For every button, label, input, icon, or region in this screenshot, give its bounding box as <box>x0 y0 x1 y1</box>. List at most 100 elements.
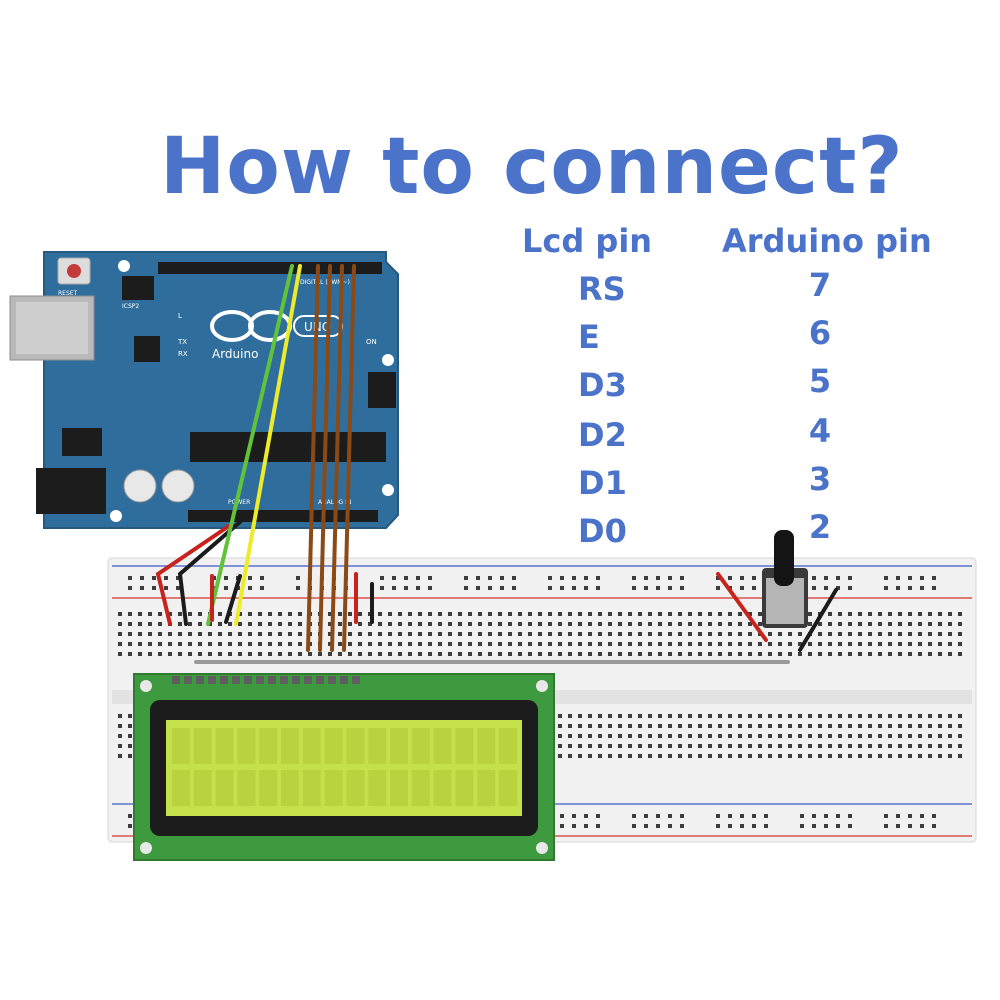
breadboard-hole <box>198 652 202 656</box>
digital-header <box>158 262 382 274</box>
breadboard-hole <box>678 714 682 718</box>
usb-port-inner <box>16 302 88 354</box>
rail-hole <box>380 576 384 580</box>
rail-hole <box>488 586 492 590</box>
breadboard-hole <box>898 724 902 728</box>
breadboard-hole <box>188 612 192 616</box>
rail-hole <box>812 814 816 818</box>
breadboard-hole <box>738 724 742 728</box>
breadboard-hole <box>298 642 302 646</box>
breadboard-hole <box>918 642 922 646</box>
breadboard-hole <box>868 754 872 758</box>
breadboard-hole <box>538 642 542 646</box>
breadboard-hole <box>618 744 622 748</box>
breadboard-hole <box>868 744 872 748</box>
breadboard-hole <box>698 734 702 738</box>
rail-hole <box>800 824 804 828</box>
breadboard-hole <box>568 632 572 636</box>
breadboard-hole <box>568 724 572 728</box>
breadboard-hole <box>908 734 912 738</box>
breadboard-hole <box>458 632 462 636</box>
breadboard-hole <box>118 744 122 748</box>
breadboard-hole <box>278 622 282 626</box>
breadboard-hole <box>498 652 502 656</box>
breadboard-hole <box>438 632 442 636</box>
breadboard-hole <box>208 642 212 646</box>
breadboard-hole <box>828 734 832 738</box>
breadboard-hole <box>748 714 752 718</box>
breadboard-hole <box>498 612 502 616</box>
breadboard-hole <box>918 734 922 738</box>
breadboard-hole <box>918 652 922 656</box>
lcd-char-cell <box>390 728 408 764</box>
breadboard-hole <box>628 714 632 718</box>
lcd-char-cell <box>281 728 299 764</box>
breadboard-hole <box>398 632 402 636</box>
breadboard-hole <box>608 632 612 636</box>
breadboard-hole <box>158 632 162 636</box>
breadboard-hole <box>608 744 612 748</box>
breadboard-hole <box>878 734 882 738</box>
breadboard-hole <box>608 622 612 626</box>
breadboard-hole <box>858 754 862 758</box>
icsp2-header <box>122 276 154 300</box>
breadboard-hole <box>578 652 582 656</box>
breadboard-hole <box>678 734 682 738</box>
lcd-pin-cell: D3 <box>578 366 627 404</box>
rail-hole <box>500 586 504 590</box>
breadboard-hole <box>918 714 922 718</box>
breadboard-hole <box>528 612 532 616</box>
breadboard-hole <box>948 652 952 656</box>
breadboard-hole <box>298 632 302 636</box>
breadboard-hole <box>128 754 132 758</box>
rail-hole <box>248 576 252 580</box>
breadboard-hole <box>748 734 752 738</box>
lcd-char-cell <box>433 770 452 806</box>
breadboard-hole <box>888 754 892 758</box>
breadboard-hole <box>668 754 672 758</box>
rail-hole <box>416 576 420 580</box>
wire-brown-data <box>306 264 320 652</box>
breadboard-hole <box>808 652 812 656</box>
lcd-pin <box>340 676 348 684</box>
breadboard-hole <box>678 744 682 748</box>
breadboard-hole <box>858 612 862 616</box>
reset-button-cap <box>67 264 81 278</box>
breadboard-hole <box>888 632 892 636</box>
breadboard-hole <box>338 642 342 646</box>
breadboard-hole <box>118 612 122 616</box>
breadboard-hole <box>578 734 582 738</box>
breadboard-hole <box>818 632 822 636</box>
breadboard-hole <box>838 724 842 728</box>
breadboard-hole <box>898 642 902 646</box>
breadboard-hole <box>818 734 822 738</box>
breadboard-hole <box>158 642 162 646</box>
lcd-char-cell <box>237 728 256 764</box>
rail-hole <box>932 824 936 828</box>
breadboard-hole <box>608 724 612 728</box>
rail-hole <box>596 824 600 828</box>
rail-hole <box>164 576 168 580</box>
breadboard-hole <box>798 734 802 738</box>
breadboard-hole <box>898 622 902 626</box>
rail-hole <box>656 576 660 580</box>
breadboard-hole <box>698 724 702 728</box>
microcontroller-chip <box>190 432 386 462</box>
breadboard-hole <box>288 612 292 616</box>
lcd-char-cell <box>368 728 387 764</box>
breadboard-hole <box>398 652 402 656</box>
breadboard-hole <box>198 622 202 626</box>
rail-hole <box>932 576 936 580</box>
rail-hole <box>644 586 648 590</box>
breadboard-hole <box>458 622 462 626</box>
rail-hole <box>128 824 132 828</box>
mount-hole <box>382 484 394 496</box>
breadboard-hole <box>868 622 872 626</box>
breadboard-hole <box>398 612 402 616</box>
breadboard-hole <box>758 642 762 646</box>
mount-hole <box>536 842 548 854</box>
breadboard-hole <box>688 734 692 738</box>
breadboard-hole <box>698 714 702 718</box>
breadboard-hole <box>808 642 812 646</box>
breadboard-hole <box>388 612 392 616</box>
